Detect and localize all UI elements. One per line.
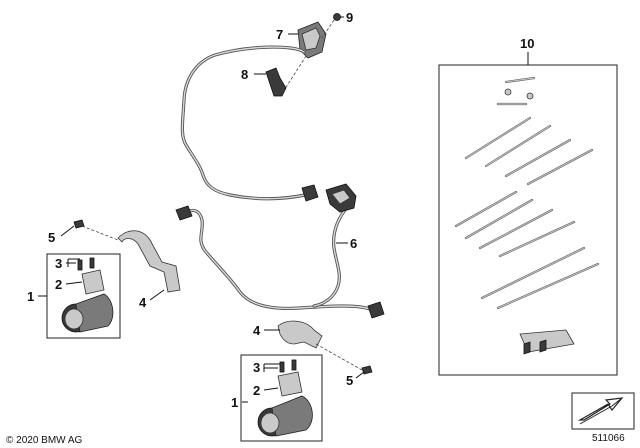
leader-lines [38,16,529,403]
mount-bracket-left-part-4 [117,230,181,293]
orientation-arrow-icon [571,392,635,430]
connector-right-end [367,301,385,319]
callout-3-left: 3 [55,256,62,271]
fog-lamp-bottom-part-1 [257,395,313,437]
callout-2-left: 2 [55,277,62,292]
callout-9: 9 [346,10,353,25]
callout-1-left: 1 [27,289,34,304]
copyright-text: © 2020 BMW AG [6,435,83,446]
callout-7: 7 [276,27,283,42]
diagram-number: 511066 [592,433,625,444]
callout-8: 8 [241,67,248,82]
connector-left-end [175,205,193,221]
callout-5-left: 5 [48,230,55,245]
connector-upper-harness [301,184,319,202]
sensor-bracket-part-7 [297,21,327,59]
main-wiring-harness-part-6 [184,204,374,312]
connector-junction [325,183,357,213]
callout-2-bottom: 2 [253,383,260,398]
callout-1-bottom: 1 [231,395,238,410]
callout-4-left: 4 [139,295,147,310]
callout-4-bottom: 4 [253,323,261,338]
lamp-holder-bottom-part-2 [277,371,303,397]
screws-bottom-part-3 [279,359,297,373]
callout-5-bottom: 5 [346,373,353,388]
kit-screws [496,76,536,106]
upper-wiring-harness [180,45,307,201]
callout-10: 10 [520,36,534,51]
lamp-holder-left-part-2 [81,269,105,295]
fog-lamp-left-part-1 [61,293,114,333]
kit-cable-ties [454,116,600,310]
callout-3-bottom: 3 [253,360,260,375]
plug-part-8 [265,67,287,97]
screw-left-part-5 [73,219,85,229]
mount-bracket-bottom-part-4 [277,320,323,349]
screws-left-part-3 [77,257,95,271]
callout-6: 6 [350,236,357,251]
kit-clip [519,329,575,355]
screw-part-9 [333,13,341,21]
lamp-box-bottom [240,354,323,442]
